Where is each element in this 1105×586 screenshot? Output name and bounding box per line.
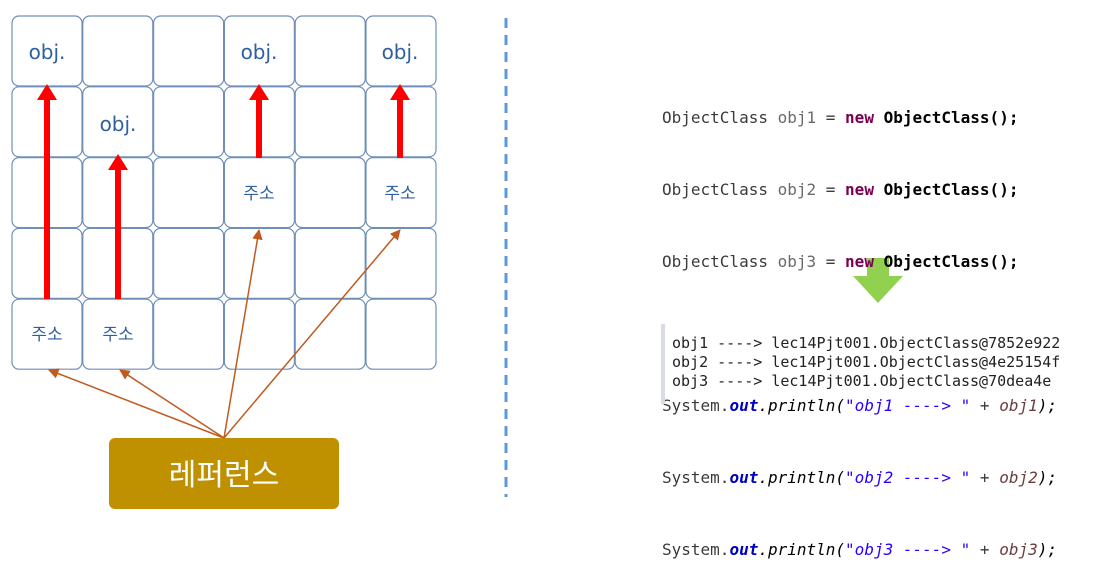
down-arrow-icon — [853, 258, 903, 303]
pointer-arrows — [37, 84, 410, 299]
reference-label: 레퍼런스 — [169, 458, 279, 493]
code-ctor: ObjectClass(); — [883, 180, 1019, 199]
code-line: System.out.println("obj3 ----> " + obj3)… — [662, 538, 1057, 562]
address-label: 주소 — [31, 325, 62, 345]
code-end: ); — [1037, 468, 1057, 487]
code-end: ); — [1037, 540, 1057, 559]
code-string: "obj3 ----> " — [845, 540, 971, 559]
pointer-arrow — [108, 154, 128, 299]
code-type: ObjectClass — [662, 108, 768, 127]
memory-cell — [223, 227, 295, 299]
memory-cell — [365, 227, 437, 299]
memory-cell — [294, 15, 366, 87]
code-field: out — [729, 468, 759, 487]
code-class: System. — [662, 468, 730, 487]
code-class: System. — [662, 540, 730, 559]
code-string: "obj1 ----> " — [845, 396, 971, 415]
code-op: = — [816, 108, 846, 127]
memory-grid — [11, 15, 437, 370]
memory-cell — [294, 298, 366, 370]
code-class: System. — [662, 396, 730, 415]
code-op: = — [816, 252, 846, 271]
memory-cell — [294, 227, 366, 299]
memory-cell — [82, 15, 154, 87]
code-end: ); — [1037, 396, 1057, 415]
code-line: ObjectClass obj3 = new ObjectClass(); — [662, 250, 1057, 274]
reference-arrow — [48, 368, 225, 439]
code-var: obj2 — [999, 468, 1038, 487]
code-type: ObjectClass — [662, 252, 768, 271]
code-var: obj1 — [777, 108, 817, 127]
memory-cell — [365, 298, 437, 370]
code-line: ObjectClass obj1 = new ObjectClass(); — [662, 106, 1057, 130]
code-var: obj2 — [777, 180, 817, 199]
reference-arrows — [48, 228, 401, 439]
memory-cell — [82, 298, 154, 370]
address-label: 주소 — [102, 325, 133, 345]
code-method: .println( — [758, 540, 846, 559]
code-string: "obj2 ----> " — [845, 468, 971, 487]
code-keyword: new — [845, 108, 874, 127]
object-label: obj. — [241, 40, 278, 64]
memory-cell — [294, 86, 366, 158]
memory-cell — [294, 157, 366, 229]
reference-arrow — [223, 229, 401, 439]
code-keyword: new — [845, 252, 874, 271]
memory-cell — [153, 298, 225, 370]
reference-box: 레퍼런스 — [109, 438, 339, 509]
code-ctor: ObjectClass(); — [883, 252, 1019, 271]
address-label: 주소 — [243, 184, 274, 204]
output-line: obj2 ----> lec14Pjt001.ObjectClass@4e251… — [672, 353, 1061, 371]
grid-labels: obj. obj. obj. obj. 주소 주소 주소 주소 — [29, 40, 419, 345]
memory-cell — [11, 298, 83, 370]
pointer-arrow — [249, 84, 269, 158]
object-label: obj. — [100, 112, 137, 136]
output-line: obj3 ----> lec14Pjt001.ObjectClass@70dea… — [672, 372, 1052, 390]
code-field: out — [729, 540, 759, 559]
object-label: obj. — [29, 40, 66, 64]
code-line: System.out.println("obj1 ----> " + obj1)… — [662, 394, 1057, 418]
memory-cell — [153, 86, 225, 158]
code-var: obj1 — [999, 396, 1038, 415]
code-method: .println( — [758, 468, 846, 487]
reference-arrow — [223, 228, 263, 439]
code-line: ObjectClass obj2 = new ObjectClass(); — [662, 178, 1057, 202]
code-method: .println( — [758, 396, 846, 415]
address-label: 주소 — [384, 184, 415, 204]
code-line: System.out.println("obj2 ----> " + obj2)… — [662, 466, 1057, 490]
code-op: + — [970, 468, 1000, 487]
code-field: out — [729, 396, 759, 415]
object-label: obj. — [382, 40, 419, 64]
pointer-arrow — [390, 84, 410, 158]
java-code: ObjectClass obj1 = new ObjectClass(); Ob… — [662, 58, 1057, 586]
code-op: + — [970, 540, 1000, 559]
code-ctor: ObjectClass(); — [883, 108, 1019, 127]
reference-arrow — [119, 369, 225, 439]
memory-cell — [153, 15, 225, 87]
console-output: obj1 ----> lec14Pjt001.ObjectClass@7852e… — [661, 324, 1101, 404]
code-op: = — [816, 180, 846, 199]
pointer-arrow — [37, 84, 57, 299]
memory-cell — [153, 227, 225, 299]
code-keyword: new — [845, 180, 874, 199]
code-var: obj3 — [777, 252, 817, 271]
code-op: + — [970, 396, 1000, 415]
code-var: obj3 — [999, 540, 1038, 559]
memory-diagram: obj. obj. obj. obj. 주소 주소 주소 주소 — [11, 15, 903, 509]
output-line: obj1 ----> lec14Pjt001.ObjectClass@7852e… — [672, 334, 1061, 352]
code-type: ObjectClass — [662, 180, 768, 199]
memory-cell — [223, 298, 295, 370]
memory-cell — [153, 157, 225, 229]
